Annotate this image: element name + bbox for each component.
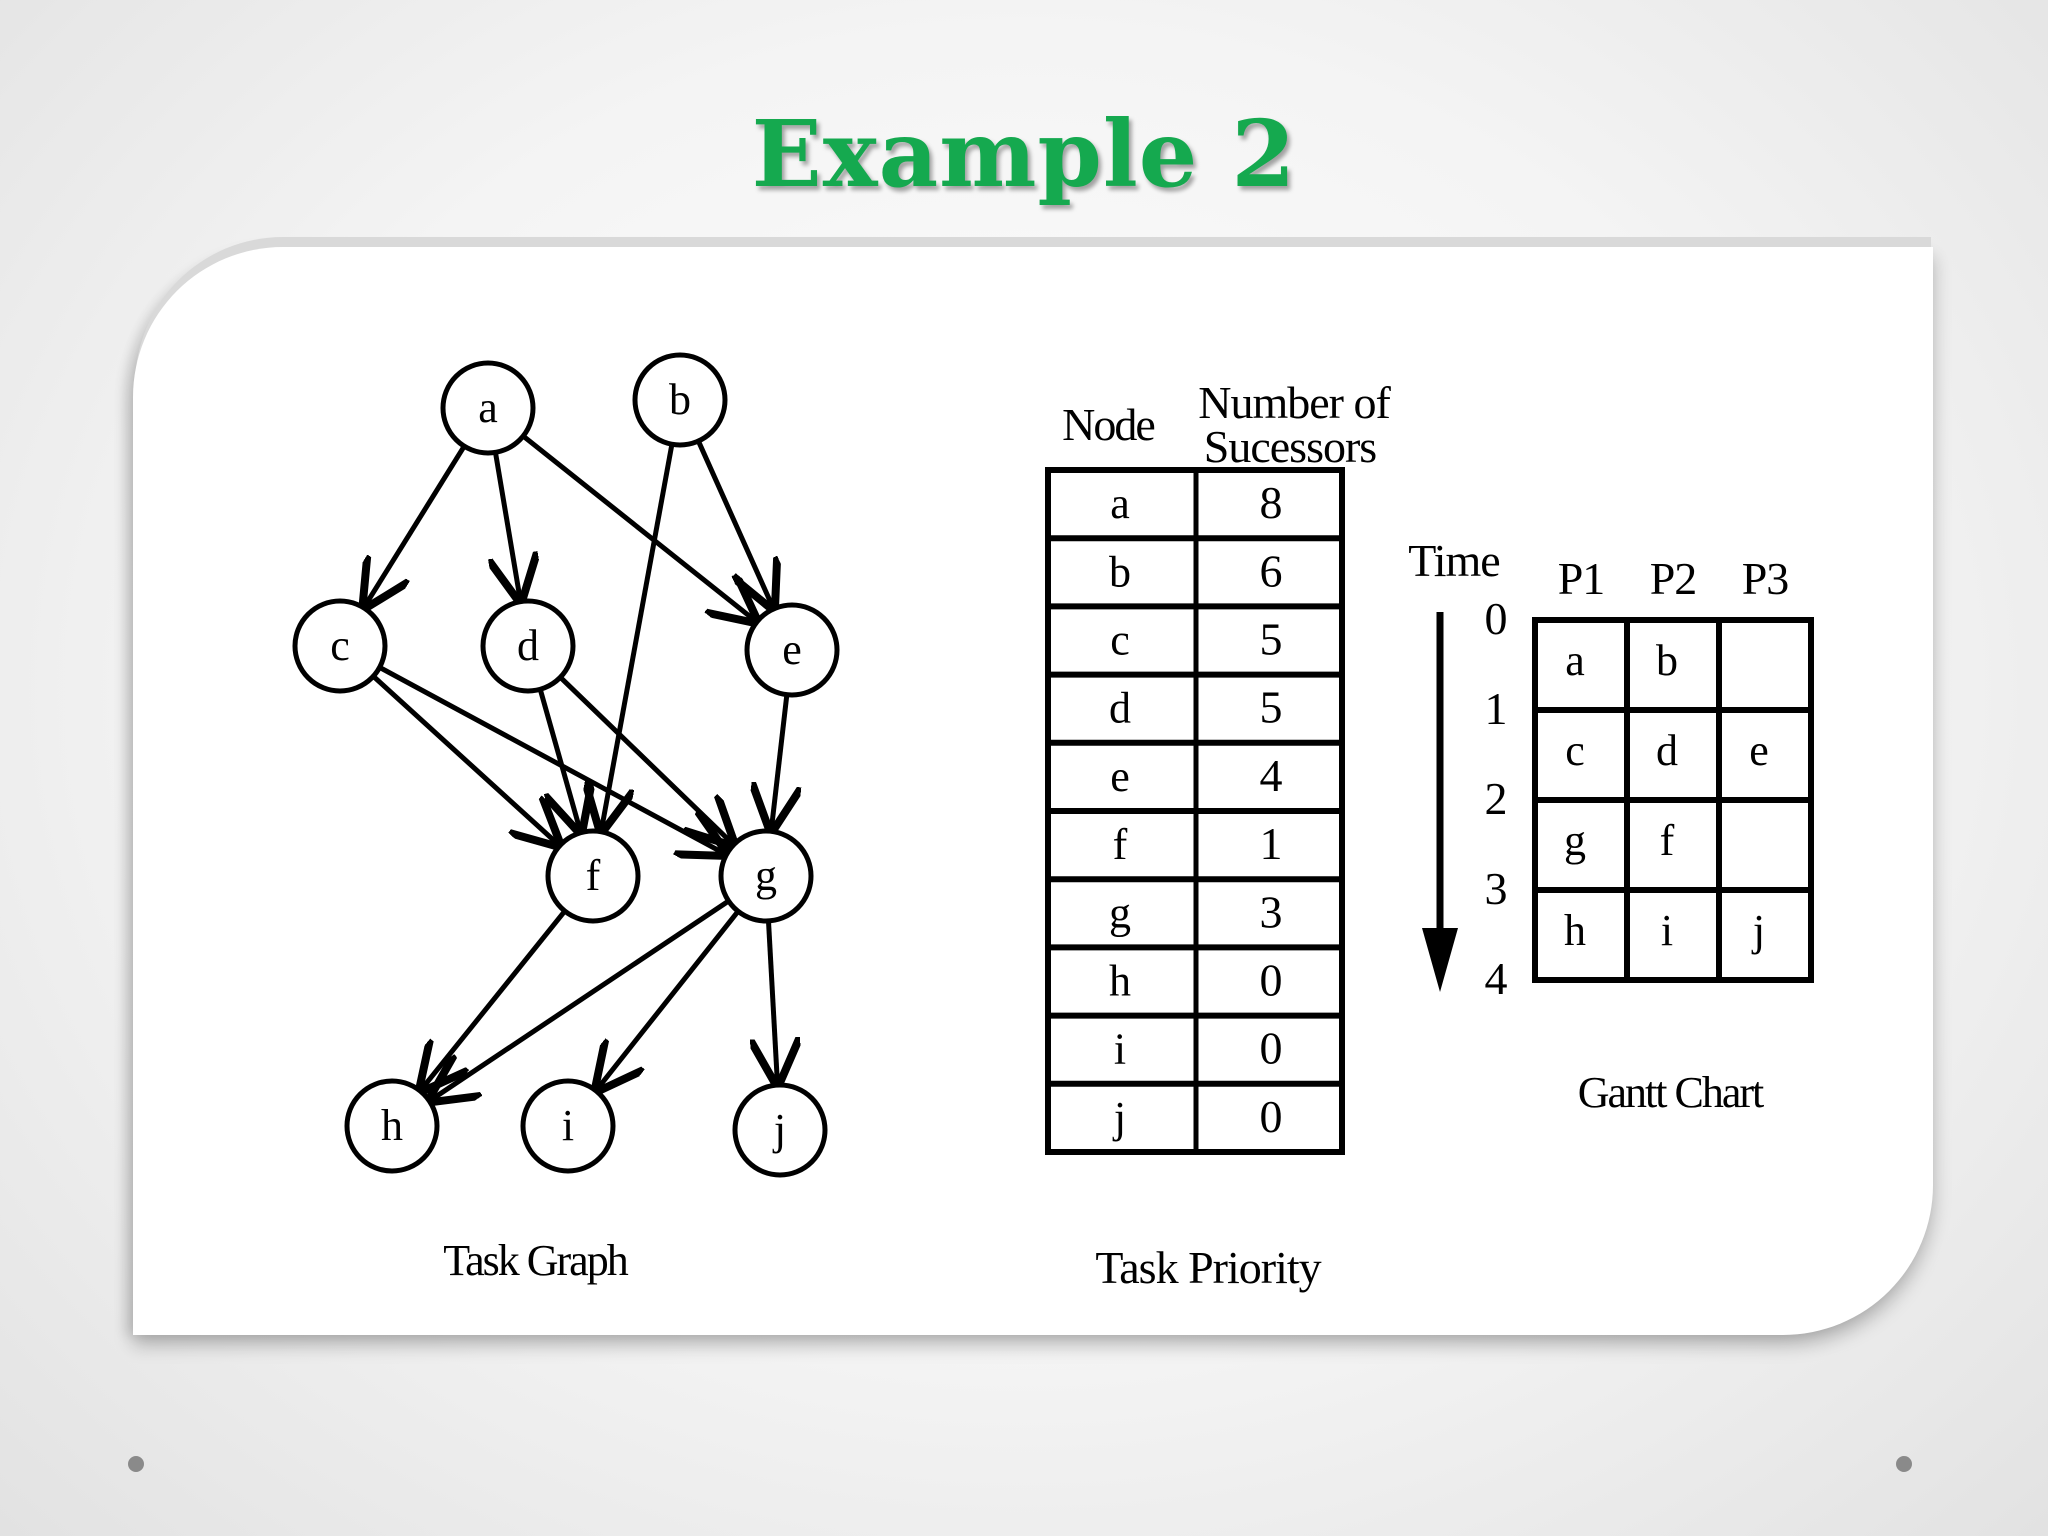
gantt-cell-g: g [1564, 816, 1586, 865]
priority-succ-cell: 3 [1260, 886, 1283, 937]
processor-header-p2: P2 [1650, 553, 1697, 604]
node-label-g: g [755, 851, 777, 900]
graph-edges [365, 434, 787, 1100]
content-card [133, 247, 1933, 1335]
priority-succ-cell: 0 [1260, 1091, 1283, 1142]
priority-node-cell: b [1109, 547, 1131, 596]
priority-succ-cell: 5 [1260, 614, 1283, 665]
priority-node-cell: g [1109, 888, 1131, 937]
priority-node-cell: i [1114, 1025, 1126, 1074]
priority-node-cell: e [1110, 752, 1130, 801]
gantt-cell-a: a [1565, 636, 1585, 685]
gantt-cell-c: c [1565, 726, 1585, 775]
priority-header-succ-line1: Number of [1198, 377, 1391, 428]
time-tick-3: 3 [1485, 863, 1508, 914]
priority-node-cell: f [1113, 820, 1128, 869]
gantt-cell-d: d [1656, 726, 1678, 775]
node-circle-h [344, 1078, 440, 1174]
node-circle-d [480, 598, 576, 694]
edge-c-g [378, 665, 725, 853]
node-circle-e [744, 602, 840, 698]
priority-succ-cell: 4 [1260, 750, 1283, 801]
priority-succ-cell: 6 [1260, 545, 1283, 596]
edge-g-j [768, 920, 777, 1083]
edge-d-g [558, 675, 732, 843]
node-circle-i [520, 1078, 616, 1174]
node-circle-j [732, 1082, 828, 1178]
priority-succ-cell: 5 [1260, 682, 1283, 733]
time-tick-1: 1 [1485, 683, 1508, 734]
gantt-cell-j: j [1751, 906, 1765, 955]
gantt-cell-b: b [1656, 636, 1678, 685]
node-circle-a [440, 360, 536, 456]
edge-a-e [521, 434, 755, 621]
edge-c-f [371, 674, 558, 844]
priority-succ-cell: 0 [1260, 955, 1283, 1006]
node-label-h: h [381, 1101, 403, 1150]
node-label-f: f [586, 851, 601, 900]
right-bullet-dot [1896, 1456, 1912, 1472]
priority-node-cell: c [1110, 616, 1130, 665]
priority-succ-cell: 8 [1260, 477, 1283, 528]
node-circle-g [718, 828, 814, 924]
task-graph-caption: Task Graph [443, 1236, 628, 1285]
node-label-i: i [562, 1101, 574, 1150]
gantt-time-label: Time [1408, 535, 1499, 586]
slide-title: Example 2 [751, 100, 1297, 208]
priority-header-succ-line2: Sucessors [1204, 421, 1377, 472]
priority-node-cell: h [1109, 957, 1131, 1006]
left-bullet-dot [128, 1456, 144, 1472]
node-label-e: e [782, 625, 802, 674]
node-circle-f [545, 828, 641, 924]
priority-succ-cell: 0 [1260, 1023, 1283, 1074]
time-tick-4: 4 [1485, 953, 1508, 1004]
priority-succ-cell: 1 [1260, 818, 1283, 869]
gantt-cell-i: i [1661, 906, 1673, 955]
gantt-cell-f: f [1660, 816, 1675, 865]
time-tick-0: 0 [1485, 593, 1508, 644]
edge-a-d [495, 451, 520, 599]
node-label-c: c [330, 621, 350, 670]
edge-a-c [365, 444, 467, 606]
time-tick-2: 2 [1485, 773, 1508, 824]
processor-header-p3: P3 [1742, 553, 1789, 604]
gantt-chart-caption: Gantt Chart [1578, 1068, 1764, 1117]
node-label-b: b [669, 375, 691, 424]
node-circle-b [632, 352, 728, 448]
priority-table: a 8 b 6 c 5 d 5 e 4 f 1 g 3 h 0 i 0 j 0 [1045, 467, 1345, 1155]
task-priority-caption: Task Priority [1095, 1242, 1321, 1293]
gantt-cell-e: e [1749, 726, 1769, 775]
time-arrow-head [1422, 928, 1458, 992]
priority-header-node: Node [1062, 399, 1154, 450]
edge-g-h [431, 898, 730, 1100]
node-circle-c [292, 598, 388, 694]
node-label-a: a [478, 383, 498, 432]
priority-node-cell: a [1110, 479, 1130, 528]
edge-e-g [771, 694, 786, 830]
edge-b-e [696, 440, 772, 607]
node-label-j: j [772, 1105, 786, 1154]
gantt-chart: 0 1 2 3 4 P1 P2 P3 a b c d e g f h i j [1485, 553, 1814, 1004]
priority-node-cell: d [1109, 684, 1131, 733]
priority-node-cell: j [1112, 1093, 1126, 1142]
edge-d-f [537, 688, 580, 830]
gantt-cell-h: h [1564, 906, 1586, 955]
edge-b-f [601, 443, 675, 829]
processor-header-p1: P1 [1558, 553, 1605, 604]
edge-f-h [421, 909, 567, 1089]
node-label-d: d [517, 621, 539, 670]
edge-g-i [597, 909, 741, 1089]
graph-nodes: a b c d e f g h i j [292, 352, 840, 1178]
